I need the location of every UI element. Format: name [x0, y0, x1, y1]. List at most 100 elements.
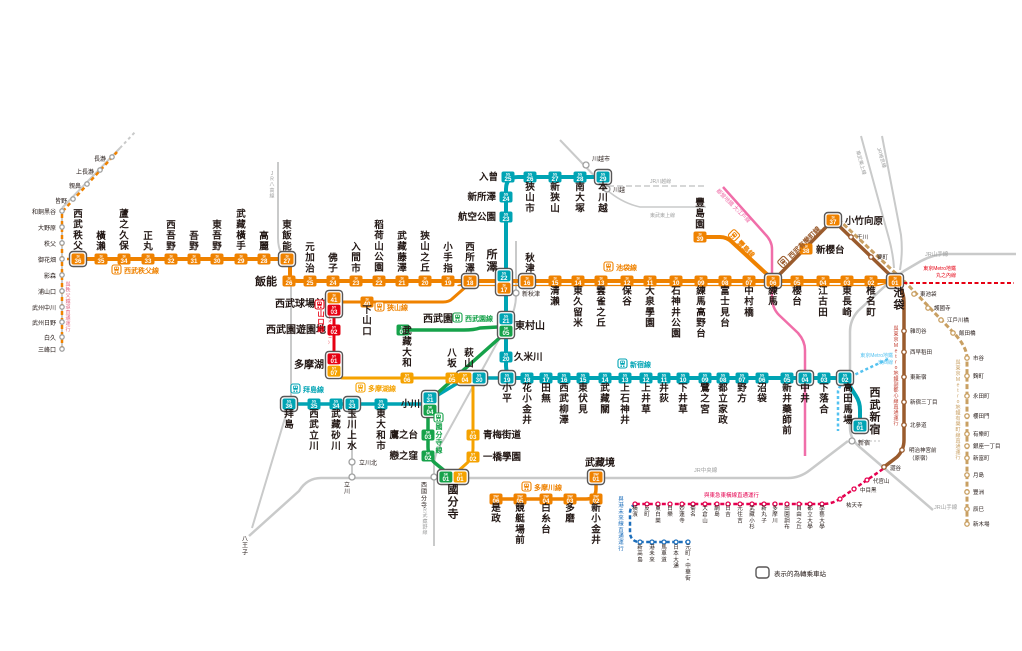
station-badge — [513, 493, 527, 505]
minor-station-label: 橫濱 — [632, 504, 638, 518]
minor-station-label: 日吉 — [725, 505, 731, 518]
station-badge — [826, 214, 840, 226]
minor-station-label: 大野原 — [38, 224, 56, 232]
station-badge-code: SI — [831, 216, 834, 220]
station-badge-code: SY — [332, 326, 337, 330]
station-badge-code: SS — [334, 400, 339, 404]
station-badge-number: 24 — [330, 280, 337, 287]
station-label: 中村橋 — [744, 285, 754, 318]
rail-line-chichibu-railway-dash — [119, 130, 137, 149]
station-badge-number: 31 — [427, 397, 434, 404]
minor-station — [901, 399, 907, 405]
station-badge — [117, 253, 131, 265]
minor-station-label: 和銅黑谷 — [32, 208, 56, 216]
station-label: 狹山之丘 — [419, 230, 430, 274]
station-badge-number: 05 — [784, 377, 791, 384]
station-badge — [798, 372, 812, 384]
station-badge-code: SS — [553, 173, 558, 177]
station-label: 小竹向原 — [844, 215, 884, 227]
minor-station — [761, 501, 767, 507]
station-badge-code: SS — [858, 422, 863, 426]
station-badge — [716, 372, 730, 384]
station-badge-code: SI — [699, 277, 702, 281]
station-badge-number: 21 — [399, 280, 406, 287]
station-badge-code: SS — [504, 213, 509, 217]
minor-station-label: 馬車道 — [661, 544, 667, 563]
station-badge-number: 35 — [311, 403, 318, 410]
minor-station-label: 新富町 — [973, 454, 990, 462]
station-badge-number: 06 — [404, 377, 411, 384]
minor-station-label: 立川北 — [359, 459, 377, 467]
station-label: 櫻台 — [791, 285, 802, 308]
station-badge — [327, 324, 341, 336]
train-icon — [374, 301, 385, 312]
station-badge — [466, 429, 480, 441]
line-name: 新宿線 — [630, 360, 651, 369]
minor-station-label: 祐天寺 — [846, 501, 863, 509]
minor-station-label: 御花畑 — [38, 256, 56, 264]
station-badge-number: 02 — [868, 280, 875, 287]
map-note: JR中央線 — [694, 466, 718, 474]
station-badge-code: ST — [471, 453, 475, 457]
station-label: 西武園遊園地 — [266, 323, 326, 336]
station-badge-number: 14 — [602, 377, 609, 384]
minor-station — [899, 447, 905, 453]
station-badge-code: SS — [528, 173, 533, 177]
station-label: 萩山 — [463, 347, 474, 370]
station-badge-code: SK — [504, 327, 509, 331]
minor-station — [348, 473, 356, 481]
station-badge-code: ST — [458, 473, 462, 477]
station-badge-code: SS — [760, 374, 765, 378]
station-badge-code: SI — [99, 255, 102, 259]
minor-station — [679, 501, 685, 507]
minor-station-label: 秩父 — [44, 240, 56, 248]
station-badge-code: SI — [332, 293, 335, 297]
station-badge-code: SK — [426, 452, 431, 456]
minor-station — [901, 349, 907, 355]
transfer-station-legend-icon — [755, 566, 770, 579]
station-badge-code: SS — [287, 400, 292, 404]
line-label: 多摩湖線 — [355, 382, 396, 393]
station-label: 南大塚 — [575, 181, 585, 214]
map-note: JR川越線 — [650, 178, 671, 185]
station-badge — [463, 275, 477, 287]
station-badge-code: ST — [463, 374, 467, 378]
station-badge-number: 05 — [794, 280, 801, 287]
station-label: 新所澤 — [467, 191, 496, 203]
station-badge — [187, 253, 201, 265]
station-badge-number: 40 — [364, 301, 371, 308]
station-label: 久米川 — [514, 351, 543, 363]
station-label: 秋津 — [524, 252, 535, 275]
station-label: 富士見台 — [719, 285, 730, 329]
station-label: 雲雀之丘 — [595, 285, 606, 329]
train-icon — [727, 229, 741, 242]
minor-station — [964, 373, 970, 379]
minor-station-label: 元町・中華街 — [685, 544, 691, 582]
station-badge-number: 36 — [286, 403, 293, 410]
minor-station-label: 立川 — [344, 481, 350, 496]
station-badge-number: 11 — [661, 377, 668, 384]
minor-stations-layer — [59, 154, 970, 545]
train-icon — [452, 312, 463, 323]
